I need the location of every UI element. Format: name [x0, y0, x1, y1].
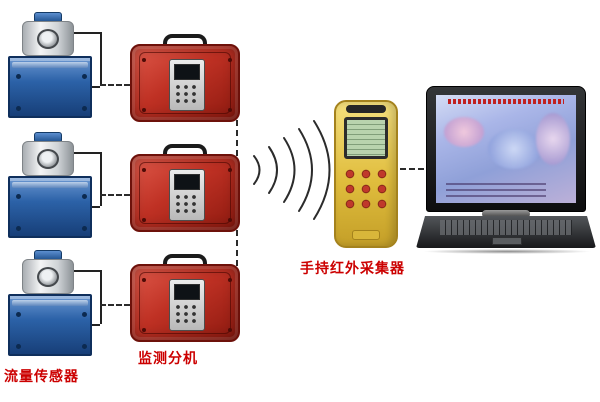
laptop-touchpad [492, 237, 522, 245]
connector-stub [74, 152, 100, 154]
screen-text-decoration [446, 183, 546, 197]
flow-sensor-3 [6, 250, 106, 358]
connector-stub [92, 86, 100, 88]
handheld-keypad [342, 166, 390, 212]
connector-bracket [100, 152, 102, 206]
screen-image-blob [488, 129, 540, 169]
sensor-tank [8, 176, 92, 238]
monitor-unit-3 [130, 254, 240, 342]
ir-port [346, 105, 386, 113]
flow-sensor-2 [6, 132, 106, 240]
case-panel [169, 59, 205, 111]
case-frame [139, 272, 231, 334]
flow-sensor-label: 流量传感器 [4, 368, 79, 384]
case-display [174, 174, 200, 190]
sensor-tank [8, 56, 92, 118]
transmitter-dial-icon [37, 29, 59, 49]
transmitter [22, 250, 74, 296]
case-panel [169, 279, 205, 331]
monitor-unit-label: 监测分机 [138, 350, 198, 366]
case-body [130, 44, 240, 122]
tank-rim [12, 62, 88, 68]
case-screws [142, 278, 146, 282]
laptop-base [416, 216, 596, 248]
tank-bolts [16, 312, 21, 317]
case-frame [139, 162, 231, 224]
screen-title-decoration [448, 99, 564, 104]
connector-sensor3-unit3 [100, 304, 130, 306]
connector-bracket [100, 270, 102, 324]
handheld-collector-label: 手持红外采集器 [300, 260, 405, 276]
wireless-signal-icon [253, 120, 331, 220]
case-body [130, 154, 240, 232]
connector-handheld-laptop [400, 168, 424, 170]
laptop-screen [426, 86, 586, 212]
laptop-shadow [422, 249, 592, 254]
case-screws [142, 58, 146, 62]
connector-stub [92, 324, 100, 326]
transmitter-dial-icon [37, 267, 59, 287]
monitor-unit-1 [130, 34, 240, 122]
screen-image-blob [536, 113, 570, 165]
connector-unit1-unit2 [236, 120, 238, 156]
case-keypad [174, 303, 200, 325]
sensor-tank [8, 294, 92, 356]
monitor-unit-2 [130, 144, 240, 232]
connector-sensor1-unit1 [100, 84, 130, 86]
laptop-keyboard [440, 220, 572, 235]
screen-image-blob [444, 117, 484, 147]
case-display [174, 64, 200, 80]
transmitter-dial-icon [37, 149, 59, 169]
connector-stub [74, 270, 100, 272]
connector-sensor2-unit2 [100, 194, 130, 196]
case-panel [169, 169, 205, 221]
transmitter [22, 132, 74, 178]
case-handle [163, 34, 207, 49]
connector-stub [74, 32, 100, 34]
case-screws [142, 168, 146, 172]
flow-sensor-1 [6, 12, 106, 120]
connector-bracket [100, 32, 102, 86]
laptop-display [436, 95, 576, 203]
tank-rim [12, 300, 88, 306]
laptop [416, 86, 596, 256]
transmitter [22, 12, 74, 58]
case-keypad [174, 193, 200, 215]
case-frame [139, 52, 231, 114]
tank-rim [12, 182, 88, 188]
handheld-lcd [344, 117, 388, 159]
connector-stub [92, 206, 100, 208]
case-handle [163, 254, 207, 269]
case-body [130, 264, 240, 342]
case-display [174, 284, 200, 300]
case-handle [163, 144, 207, 159]
handheld-collector [334, 100, 398, 248]
tank-bolts [16, 74, 21, 79]
handheld-label-plate [352, 230, 380, 240]
tank-bolts [16, 194, 21, 199]
laptop-hinge [482, 210, 530, 218]
case-keypad [174, 83, 200, 105]
connector-unit2-unit3 [236, 230, 238, 266]
